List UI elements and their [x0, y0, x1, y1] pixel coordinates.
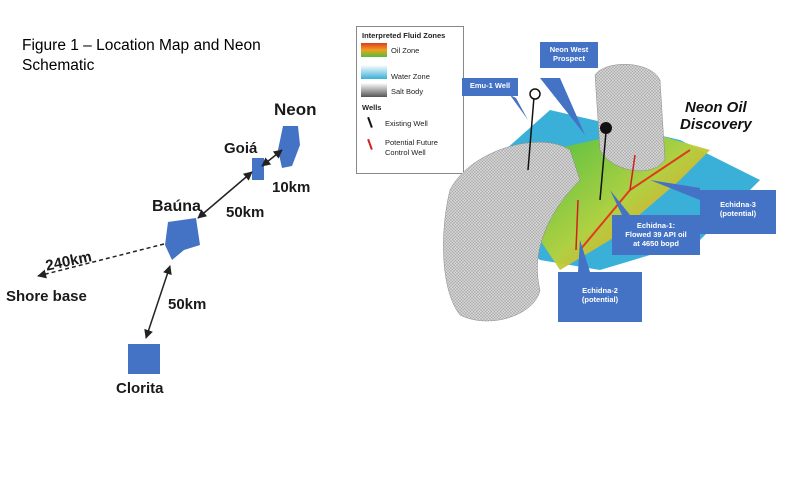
- callout-echidna3: Echidna-3 (potential): [700, 190, 776, 234]
- echidna2-potential-well: [575, 199, 579, 251]
- callout-emu1-text: Emu-1 Well: [469, 81, 511, 90]
- figure-title-line2: Schematic: [22, 57, 95, 74]
- callout-echidna1-line1: Echidna-1:: [636, 221, 676, 230]
- distance-goia-neon: 10km: [272, 179, 311, 196]
- legend-heading: Interpreted Fluid Zones: [362, 31, 446, 40]
- callout-echidna3-line1: Echidna-3: [720, 200, 756, 209]
- legend-salt-body: Salt Body: [391, 87, 424, 96]
- goia-field-block: [252, 158, 264, 180]
- future-well-swatch: [367, 139, 373, 150]
- callout-echidna2-line2: (potential): [581, 295, 619, 304]
- distance-bauna-goia: 50km: [226, 204, 265, 221]
- location-map: [37, 126, 300, 374]
- emu1-well: [527, 96, 535, 171]
- legend-existing-well: Existing Well: [385, 119, 428, 128]
- neon-field-block: [278, 126, 300, 168]
- clorita-label: Clorita: [116, 380, 164, 397]
- water-zone-swatch: [361, 65, 387, 79]
- oil-zone-swatch: [361, 43, 387, 57]
- rear-salt-body: [594, 64, 666, 172]
- bauna-label: Baúna: [152, 198, 201, 215]
- callout-echidna1: Echidna-1: Flowed 39 API oil at 4650 bop…: [612, 215, 700, 255]
- arrow-bauna-shore: [37, 243, 165, 279]
- arrow-bauna-clorita: [144, 265, 172, 339]
- echidna1-well: [599, 131, 607, 201]
- callout-echidna1-line2: Flowed 39 API oil: [625, 230, 687, 239]
- callout-neon-west: Neon West Prospect: [540, 42, 598, 68]
- figure-title-line1: Figure 1 – Location Map and Neon: [22, 37, 261, 54]
- arrow-goia-neon: [261, 149, 283, 167]
- front-salt-body: [443, 142, 581, 322]
- neon-label: Neon: [274, 100, 317, 119]
- schematic-title: Neon Oil Discovery: [680, 99, 752, 133]
- callout-echidna2: Echidna-2 (potential): [558, 272, 642, 322]
- fluid-zone-legend: Interpreted Fluid Zones Oil Zone Water Z…: [356, 26, 464, 174]
- echidna1-well-head: [600, 122, 612, 134]
- schematic-title-line2: Discovery: [680, 116, 752, 133]
- salt-body-swatch: [361, 83, 387, 97]
- goia-label: Goiá: [224, 140, 258, 157]
- emu1-pointer: [510, 95, 528, 120]
- echidna3-pointer: [650, 180, 700, 200]
- existing-well-swatch: [367, 117, 373, 128]
- callout-neon-west-line2: Prospect: [552, 54, 586, 63]
- callout-echidna1-line3: at 4650 bopd: [633, 239, 679, 248]
- distance-bauna-clorita: 50km: [168, 296, 207, 313]
- neon-west-pointer: [540, 78, 585, 135]
- legend-future-well-1: Potential Future: [385, 138, 438, 147]
- legend-water-zone: Water Zone: [391, 72, 430, 81]
- emu1-well-head: [529, 88, 541, 100]
- legend-future-well-2: Control Well: [385, 148, 426, 157]
- legend-oil-zone: Oil Zone: [391, 46, 420, 55]
- legend-wells-heading: Wells: [362, 103, 382, 112]
- callout-neon-west-line1: Neon West: [549, 45, 589, 54]
- bauna-field-block: [165, 218, 200, 260]
- figure-title: Figure 1 – Location Map and Neon Schemat…: [22, 36, 322, 76]
- callout-echidna3-line2: (potential): [719, 209, 757, 218]
- echidna2-pointer: [578, 240, 590, 272]
- shore-base-label: Shore base: [6, 288, 87, 305]
- callout-echidna2-line1: Echidna-2: [582, 286, 618, 295]
- echidna1-pointer: [610, 190, 630, 215]
- schematic-title-line1: Neon Oil: [685, 99, 747, 116]
- arrow-bauna-goia: [197, 171, 253, 219]
- callout-emu1: Emu-1 Well: [462, 78, 518, 96]
- echidna3-potential-well: [629, 154, 636, 191]
- clorita-field-block: [128, 344, 160, 374]
- neon-schematic-3d: [443, 64, 760, 322]
